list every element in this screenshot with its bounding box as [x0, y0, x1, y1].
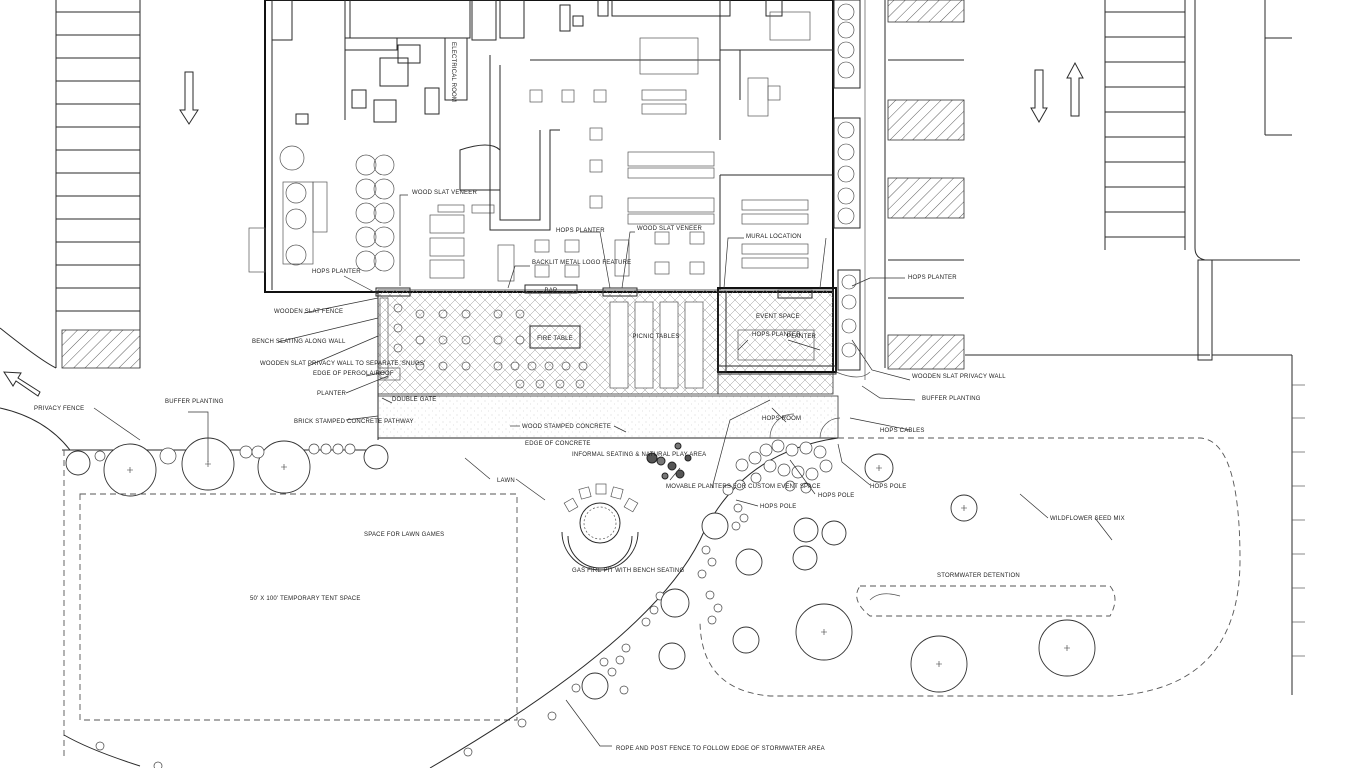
label-gas-fire-pit: GAS FIRE PIT WITH BENCH SEATING: [572, 568, 684, 574]
label-bar: BAR: [545, 288, 558, 294]
label-double-gate: DOUBLE GATE: [392, 397, 436, 403]
label-fire-table: FIRE TABLE: [537, 336, 573, 342]
label-buffer-planting-right: BUFFER PLANTING: [922, 396, 981, 402]
label-picnic-tables: PICNIC TABLES: [632, 334, 679, 340]
label-bench-seating: BENCH SEATING ALONG WALL: [252, 339, 346, 345]
label-wood-stamped: WOOD STAMPED CONCRETE: [522, 424, 611, 430]
label-edge-of-concrete: EDGE OF CONCRETE: [525, 441, 591, 447]
label-event-space: EVENT SPACE: [756, 314, 800, 320]
label-hops-planter-2: HOPS PLANTER: [556, 228, 605, 234]
stormwater-edge: [429, 437, 1241, 768]
natural-play-area: [646, 442, 692, 480]
label-wood-slat-veneer-1: WOOD SLAT VENEER: [412, 190, 477, 196]
label-rope-fence: ROPE AND POST FENCE TO FOLLOW EDGE OF ST…: [616, 746, 825, 752]
arrow-down-left-lot-icon: [179, 71, 199, 125]
gas-fire-pit: [561, 483, 639, 571]
arrow-diagonal-icon: [3, 371, 41, 397]
hops-shrub-cluster: [547, 439, 833, 721]
label-edge-of-pergola: EDGE OF PERGOLA/ROOF: [313, 371, 394, 377]
label-brick-stamped: BRICK STAMPED CONCRETE PATHWAY: [294, 419, 414, 425]
label-buffer-planting-left: BUFFER PLANTING: [165, 399, 224, 405]
label-hops-room: HOPS ROOM: [762, 416, 801, 422]
label-informal-seating: INFORMAL SEATING & NATURAL PLAY AREA: [572, 452, 706, 458]
label-wooden-slat-fence: WOODEN SLAT FENCE: [274, 309, 343, 315]
label-hops-planter-1: HOPS PLANTER: [312, 269, 361, 275]
label-hops-planter-4: HOPS PLANTER: [752, 332, 801, 338]
label-tent-space: 50' X 100' TEMPORARY TENT SPACE: [250, 596, 361, 602]
label-hops-pole-2: HOPS POLE: [870, 484, 906, 490]
label-wooden-slat-privacy-wall: WOODEN SLAT PRIVACY WALL: [912, 374, 1006, 380]
arrow-up-right-lot-icon: [1066, 61, 1084, 117]
tent-space-outline: [79, 493, 518, 721]
buffer-planting-row: [62, 437, 389, 497]
label-space-lawn-games: SPACE FOR LAWN GAMES: [364, 532, 444, 538]
label-privacy-fence: PRIVACY FENCE: [34, 406, 84, 412]
label-planter: PLANTER: [317, 391, 347, 397]
label-hops-pole-3: HOPS POLE: [760, 504, 796, 510]
label-stormwater-detention: STORMWATER DETENTION: [937, 573, 1020, 579]
label-hops-planter-3: HOPS PLANTER: [908, 275, 957, 281]
label-hops-cables: HOPS CABLES: [880, 428, 925, 434]
label-mural-location: MURAL LOCATION: [746, 234, 801, 240]
label-lawn: LAWN: [497, 478, 515, 484]
label-wood-slat-veneer-2: WOOD SLAT VENEER: [637, 226, 702, 232]
patio-area: [375, 269, 871, 440]
right-parking-lot: [884, 0, 1305, 695]
arrow-down-right-lot-icon: [1030, 69, 1048, 124]
label-backlit-logo: BACKLIT METAL LOGO FEATURE: [532, 260, 631, 266]
label-wildflower: WILDFLOWER SEED MIX: [1050, 516, 1125, 522]
label-planter-2: PLANTER: [787, 334, 817, 340]
label-electrical-room: ELECTRICAL ROOM: [450, 42, 456, 102]
label-movable-planters: MOVABLE PLANTERS FOR CUSTOM EVENT SPACE: [666, 484, 821, 490]
label-wooden-slat-privacy-snugs: WOODEN SLAT PRIVACY WALL TO SEPARATE 'SN…: [260, 361, 425, 367]
left-parking-lot: [0, 0, 141, 451]
label-hops-pole-1: HOPS POLE: [818, 493, 854, 499]
building-floor-plan: [248, 0, 866, 380]
